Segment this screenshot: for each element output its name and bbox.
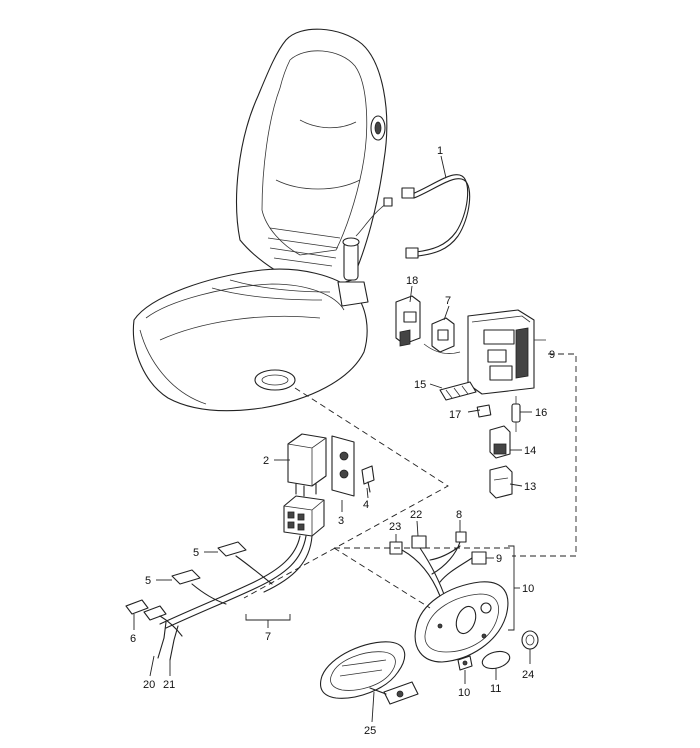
callout-23: 23 <box>389 521 401 533</box>
callout-7-upper: 7 <box>445 295 451 307</box>
callout-5-upper: 5 <box>193 547 199 559</box>
callout-5-lower: 5 <box>145 575 151 587</box>
part-9-control-unit <box>467 309 546 395</box>
part-17-cover <box>476 404 492 418</box>
part-24-cap <box>521 630 539 650</box>
callout-14: 14 <box>524 445 536 457</box>
dashed-routing-lines <box>243 353 577 609</box>
callout-6: 6 <box>130 633 136 645</box>
part-18-connector <box>395 295 421 347</box>
part-7-connector <box>423 317 461 354</box>
part-13-plug <box>489 465 513 499</box>
callout-9-lower: 9 <box>496 553 502 565</box>
callout-24: 24 <box>522 669 534 681</box>
part-1-wiring-harness <box>401 174 471 259</box>
part-16-fuse <box>511 396 521 432</box>
leader-lines <box>133 155 532 723</box>
callout-16: 16 <box>535 407 547 419</box>
part-4-bolt <box>361 465 375 493</box>
callout-15: 15 <box>414 379 426 391</box>
callout-8: 8 <box>456 509 462 521</box>
callout-11: 11 <box>490 683 501 695</box>
callout-18: 18 <box>406 275 418 287</box>
callout-4: 4 <box>363 499 369 511</box>
callout-2: 2 <box>263 455 269 467</box>
callout-17: 17 <box>449 409 461 421</box>
part-7-harness <box>125 495 325 661</box>
callout-10-right: 10 <box>522 583 534 595</box>
part-10-switch-housing <box>414 581 509 663</box>
seat-illustration <box>132 28 393 412</box>
callout-3: 3 <box>338 515 344 527</box>
callout-21: 21 <box>163 679 175 691</box>
part-2-relay <box>287 433 327 497</box>
callout-1: 1 <box>437 145 443 157</box>
callout-22: 22 <box>410 509 422 521</box>
callout-20: 20 <box>143 679 155 691</box>
callout-10-bottom: 10 <box>458 687 470 699</box>
part-15-bracket <box>439 381 477 401</box>
callout-labels: 1 2 3 4 5 5 6 7 7 8 9 9 10 10 11 13 14 1… <box>130 145 555 737</box>
part-11-knob <box>481 650 511 670</box>
callout-13: 13 <box>524 481 536 493</box>
part-25-trim <box>319 641 419 705</box>
callout-25: 25 <box>364 725 376 737</box>
callout-7-lower: 7 <box>265 631 271 643</box>
callout-9-upper: 9 <box>549 349 555 361</box>
part-14-relay <box>489 425 511 459</box>
part-3-bracket <box>331 435 355 497</box>
part-10-screw <box>457 655 473 671</box>
group-brackets <box>245 545 520 631</box>
